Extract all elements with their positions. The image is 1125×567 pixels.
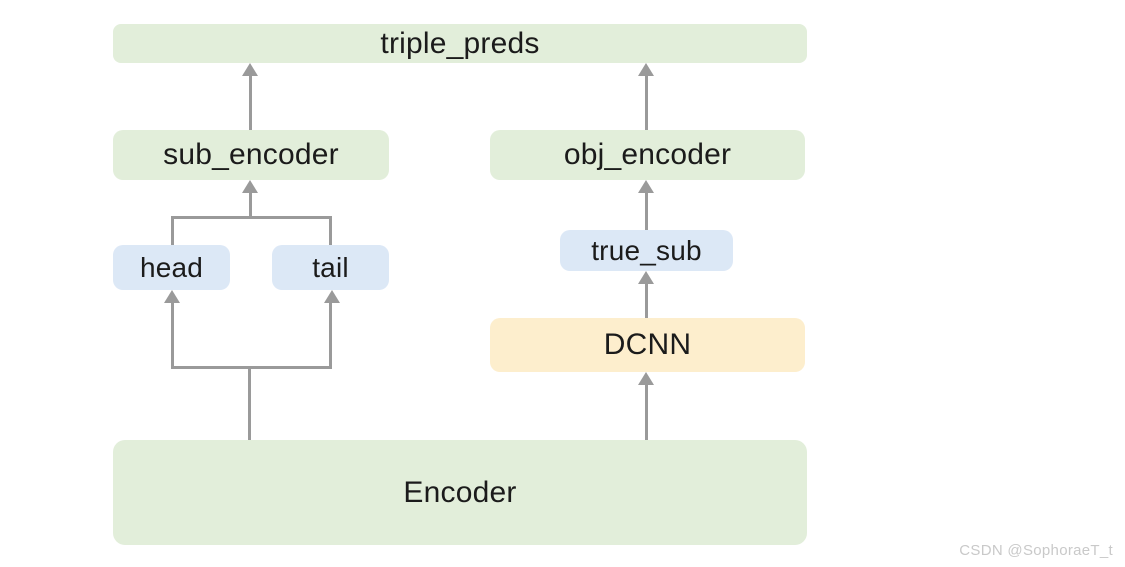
edge-dcnn-to-true-sub-shaft — [645, 284, 648, 318]
edge-head-tail-merge-bracket — [171, 216, 332, 247]
node-obj-encoder[interactable]: obj_encoder — [490, 130, 805, 180]
edge-dcnn-to-true-sub-arrowhead-icon — [638, 271, 654, 284]
edge-encoder-to-dcnn-shaft — [645, 385, 648, 440]
node-dcnn-label: DCNN — [603, 328, 692, 361]
edge-encoder-to-dcnn-arrowhead-icon — [638, 372, 654, 385]
edge-sub-encoder-to-triple-preds-arrowhead-icon — [242, 63, 258, 76]
watermark: CSDN @SophoraeT_t — [959, 542, 1113, 559]
node-head[interactable]: head — [113, 245, 230, 290]
edge-sub-encoder-to-triple-preds-shaft — [249, 76, 252, 130]
edge-encoder-split-bracket — [171, 303, 332, 369]
edge-obj-encoder-to-triple-preds-shaft — [645, 76, 648, 130]
edge-true-sub-to-obj-encoder-arrowhead-icon — [638, 180, 654, 193]
node-encoder[interactable]: Encoder — [113, 440, 807, 545]
node-sub-encoder-label: sub_encoder — [163, 138, 339, 171]
node-triple-preds[interactable]: triple_preds — [113, 24, 807, 63]
edge-obj-encoder-to-triple-preds-arrowhead-icon — [638, 63, 654, 76]
node-encoder-label: Encoder — [403, 475, 517, 509]
edge-encoder-to-head-arrowhead-icon — [164, 290, 180, 303]
node-dcnn[interactable]: DCNN — [490, 318, 805, 372]
node-true-sub-label: true_sub — [591, 234, 702, 266]
node-head-label: head — [139, 251, 204, 283]
node-tail[interactable]: tail — [272, 245, 389, 290]
edge-head-tail-to-sub-encoder-arrowhead-icon — [242, 180, 258, 193]
edge-encoder-to-split-stem — [248, 366, 251, 440]
node-triple-preds-label: triple_preds — [380, 26, 540, 60]
edge-encoder-to-tail-arrowhead-icon — [324, 290, 340, 303]
edge-true-sub-to-obj-encoder-shaft — [645, 193, 648, 230]
node-true-sub[interactable]: true_sub — [560, 230, 733, 271]
node-tail-label: tail — [312, 251, 349, 283]
edge-head-tail-to-sub-encoder-shaft — [249, 193, 252, 218]
node-sub-encoder[interactable]: sub_encoder — [113, 130, 389, 180]
node-obj-encoder-label: obj_encoder — [563, 138, 732, 171]
